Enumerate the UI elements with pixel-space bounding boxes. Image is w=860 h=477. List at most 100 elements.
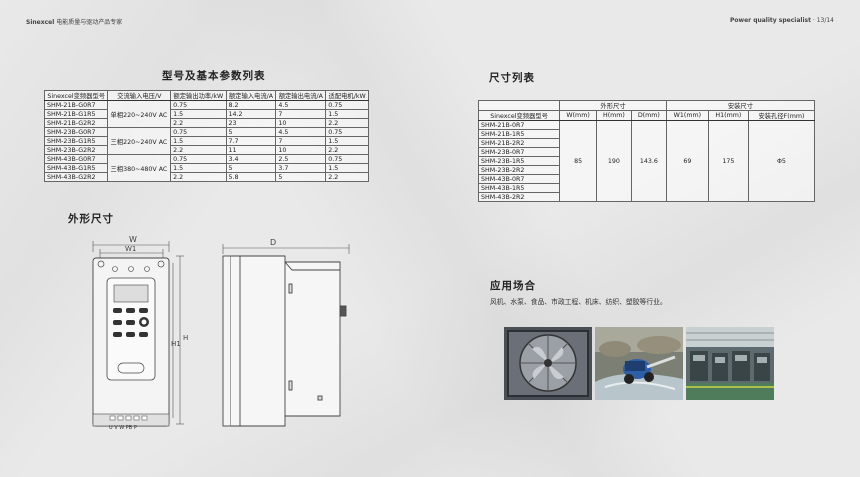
cell-voltage: 三相220~240V AC — [107, 127, 172, 155]
size-group-row: 外形尺寸 安装尺寸 — [477, 100, 816, 111]
cell-in-current: 14.2 — [225, 109, 277, 119]
water-pump-photo — [595, 327, 683, 400]
cell-size-h: 190 — [595, 120, 632, 202]
header-right: Power quality specialist · 13/14 — [730, 17, 834, 24]
cell-size-w: 85 — [559, 120, 597, 202]
inverter-side-view — [222, 255, 347, 427]
col-h1: H1(mm) — [707, 110, 749, 121]
cell-out-current: 7 — [275, 136, 327, 146]
col-w: W(mm) — [559, 110, 597, 121]
inverter-front-view — [92, 257, 170, 427]
cell-motor: 2.2 — [325, 118, 369, 128]
cell-model: SHM-23B-G0R7 — [43, 127, 109, 137]
spec-header-row: Sinexcel变频器型号 交流输入电压/V 额定输出功率/kW 额定输入电流/… — [43, 90, 369, 101]
col-d: D(mm) — [630, 110, 667, 121]
application-title: 应用场合 — [490, 280, 536, 292]
cell-in-current: 23 — [225, 118, 277, 128]
cell-in-current: 11 — [225, 145, 277, 155]
cell-model: SHM-21B-G0R7 — [43, 100, 109, 110]
cell-motor: 0.75 — [325, 127, 369, 137]
col-voltage: 交流输入电压/V — [107, 90, 172, 101]
cell-size-model: SHM-43B-1R5 — [477, 183, 561, 193]
cell-power: 0.75 — [170, 154, 227, 164]
header-slogan: Power quality specialist — [730, 17, 811, 24]
col-w1: W1(mm) — [665, 110, 709, 121]
page-number: 13/14 — [816, 17, 834, 24]
cell-motor: 1.5 — [325, 109, 369, 119]
cell-size-d: 143.6 — [630, 120, 667, 202]
cell-size-model: SHM-21B-2R2 — [477, 138, 561, 148]
cell-size-f: Φ5 — [747, 120, 816, 202]
cell-model: SHM-23B-G2R2 — [43, 145, 109, 155]
group-install: 安装尺寸 — [665, 100, 816, 111]
dim-d-label: D — [270, 238, 276, 247]
cell-model: SHM-43B-G2R2 — [43, 172, 109, 182]
cell-out-current: 5 — [275, 172, 327, 182]
factory-machines-photo — [686, 327, 774, 400]
cell-in-current: 8.2 — [225, 100, 277, 110]
cell-motor: 1.5 — [325, 163, 369, 173]
spec-title: 型号及基本参数列表 — [162, 70, 266, 82]
cell-power: 1.5 — [170, 109, 227, 119]
application-text: 风机、水泵、食品、市政工程、机床、纺织、塑胶等行业。 — [490, 298, 667, 306]
cell-in-current: 7.7 — [225, 136, 277, 146]
outline-drawing: W W1 H H1 U V W PB P D — [92, 235, 350, 431]
cell-in-current: 5 — [225, 163, 277, 173]
cell-size-model: SHM-21B-0R7 — [477, 120, 561, 130]
cell-power: 2.2 — [170, 172, 227, 182]
cell-model: SHM-21B-G2R2 — [43, 118, 109, 128]
dim-w-label: W — [129, 235, 137, 244]
brand-name: Sinexcel — [26, 19, 55, 26]
cell-out-current: 2.5 — [275, 154, 327, 164]
col-power: 额定输出功率/kW — [170, 90, 227, 101]
cell-out-current: 4.5 — [275, 127, 327, 137]
cell-voltage: 单相220~240V AC — [107, 100, 172, 128]
cell-motor: 0.75 — [325, 154, 369, 164]
cell-motor: 1.5 — [325, 136, 369, 146]
cell-power: 0.75 — [170, 100, 227, 110]
cell-size-model: SHM-23B-2R2 — [477, 165, 561, 175]
cell-size-model: SHM-43B-0R7 — [477, 174, 561, 184]
cell-out-current: 7 — [275, 109, 327, 119]
cell-power: 1.5 — [170, 163, 227, 173]
col-size-model: Sinexcel变频器型号 — [477, 110, 561, 121]
cell-motor: 0.75 — [325, 100, 369, 110]
cell-out-current: 10 — [275, 118, 327, 128]
cell-size-model: SHM-21B-1R5 — [477, 129, 561, 139]
cell-motor: 2.2 — [325, 172, 369, 182]
col-f: 安装孔径F(mm) — [747, 110, 816, 121]
cell-voltage: 三相380~480V AC — [107, 154, 172, 182]
cell-model: SHM-23B-G1R5 — [43, 136, 109, 146]
dim-h-label: H — [183, 334, 188, 342]
group-outer: 外形尺寸 — [559, 100, 667, 111]
col-out-current: 额定输出电流/A — [275, 90, 327, 101]
cell-size-model: SHM-23B-0R7 — [477, 147, 561, 157]
cell-out-current: 4.5 — [275, 100, 327, 110]
industrial-fan-photo — [504, 327, 592, 400]
cell-model: SHM-43B-G0R7 — [43, 154, 109, 164]
cell-power: 2.2 — [170, 118, 227, 128]
cell-in-current: 3.4 — [225, 154, 277, 164]
size-table: 外形尺寸 安装尺寸 Sinexcel变频器型号 W(mm) H(mm) D(mm… — [477, 100, 816, 202]
dim-h1-label: H1 — [171, 340, 181, 348]
cell-out-current: 3.7 — [275, 163, 327, 173]
spec-table: Sinexcel变频器型号 交流输入电压/V 额定输出功率/kW 额定输入电流/… — [43, 90, 369, 182]
cell-power: 1.5 — [170, 136, 227, 146]
cell-size-w1: 69 — [665, 120, 709, 202]
cell-size-model: SHM-43B-2R2 — [477, 192, 561, 202]
cell-motor: 2.2 — [325, 145, 369, 155]
size-row: SHM-43B-2R2 — [477, 192, 815, 202]
cell-model: SHM-43B-G1R5 — [43, 163, 109, 173]
outline-title: 外形尺寸 — [68, 213, 114, 225]
cell-power: 2.2 — [170, 145, 227, 155]
cell-size-h1: 175 — [707, 120, 749, 202]
header-left: Sinexcel 电能质量与驱动产品专家 — [26, 17, 122, 26]
